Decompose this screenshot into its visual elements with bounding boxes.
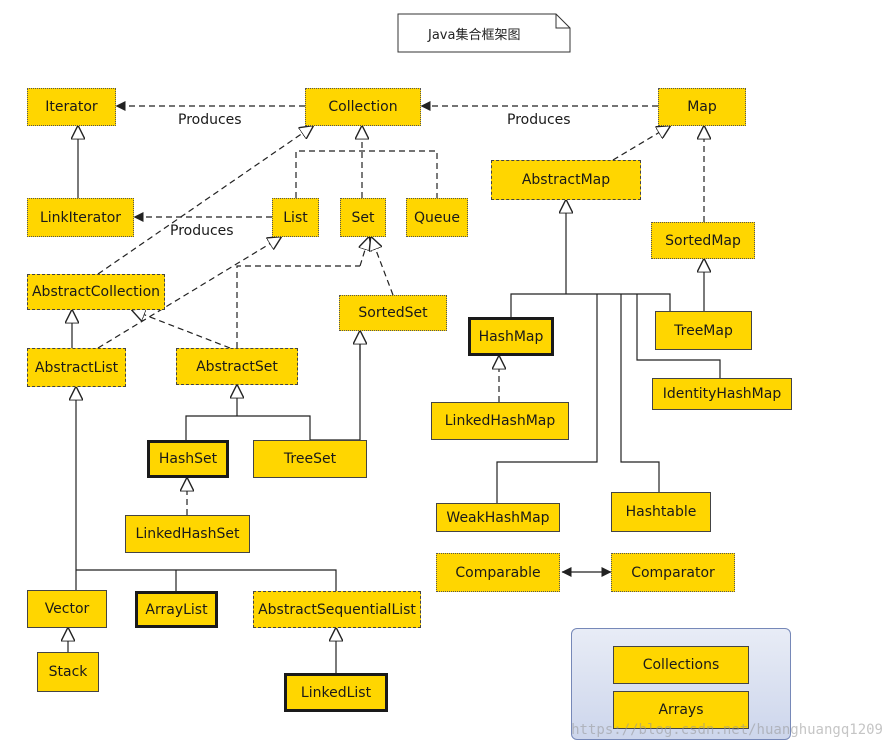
node-linkedhashset: LinkedHashSet [125,515,250,553]
node-treeset: TreeSet [253,440,367,478]
node-stack: Stack [37,652,99,692]
node-sortedset: SortedSet [339,295,447,331]
node-sortedmap: SortedMap [651,222,755,259]
edge-sortedset-set [371,237,394,296]
edge-abstractcollection-collection [97,126,313,275]
edge-abstractlist-list [97,237,281,349]
node-treemap: TreeMap [655,311,752,350]
node-arrays: Arrays [613,691,749,729]
edge-abstractset-abstractcollection [132,310,231,349]
node-linkedlist: LinkedList [284,673,388,712]
node-abstractsequentiallist: AbstractSequentialList [253,591,421,628]
diagram-title: Java集合框架图 [428,27,521,43]
node-abstractcollection: AbstractCollection [27,274,165,310]
node-linkiterator: LinkIterator [27,198,134,237]
node-iterator: Iterator [27,88,116,126]
node-hashmap: HashMap [468,317,554,356]
node-comparator: Comparator [611,553,735,592]
node-map: Map [658,88,746,126]
node-abstractlist: AbstractList [27,348,126,387]
node-identityhashmap: IdentityHashMap [652,378,792,410]
edge-abstractset-set [360,237,369,267]
node-abstractset: AbstractSet [176,348,298,385]
node-collections: Collections [613,646,749,684]
produces-label-list: Produces [170,223,234,239]
edge-abstractmap-map [612,126,670,161]
node-hashset: HashSet [147,440,229,478]
produces-label-iterator: Produces [178,112,242,128]
node-set: Set [340,198,386,237]
node-queue: Queue [406,198,468,237]
produces-label-map: Produces [507,112,571,128]
node-arraylist: ArrayList [135,591,218,628]
node-list: List [272,198,319,237]
node-vector: Vector [27,590,107,628]
node-abstractmap: AbstractMap [491,160,641,200]
node-linkedhashmap: LinkedHashMap [431,402,569,440]
node-weakhashmap: WeakHashMap [436,503,560,532]
node-hashtable: Hashtable [611,492,711,532]
node-comparable: Comparable [436,553,560,592]
watermark: https://blog.csdn.net/huanghuangq1209 [571,722,883,738]
title-note-shape [397,13,571,53]
node-collection: Collection [305,88,421,126]
